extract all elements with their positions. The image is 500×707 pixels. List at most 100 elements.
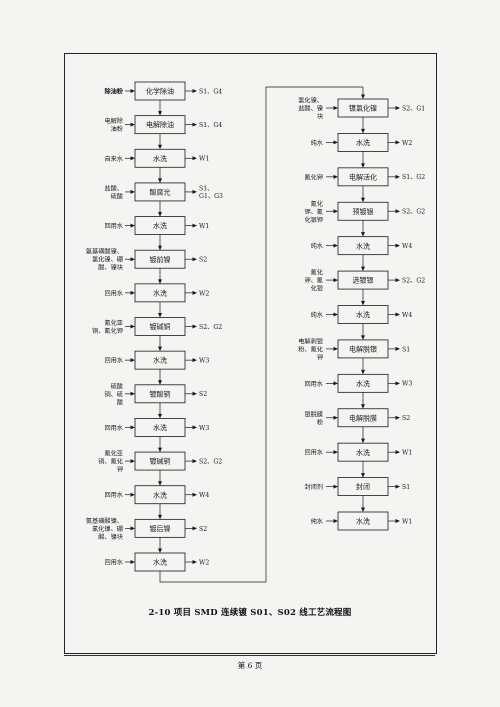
- left-input-label: 氯化镍、硼: [92, 256, 123, 264]
- left-output-arrow-head: [192, 223, 197, 228]
- left-input-label: 回用水: [104, 289, 123, 297]
- right-flow-arrow-head: [361, 301, 365, 306]
- left-flow-arrow-head: [158, 514, 162, 520]
- left-output-label: W2: [199, 290, 209, 297]
- right-process-label: 选镀银: [353, 276, 374, 285]
- right-input-arrow-head: [333, 346, 338, 351]
- left-input-label: 盐酸、: [104, 184, 123, 192]
- left-output-label: G1、G3: [199, 193, 223, 200]
- right-input-arrow-head: [333, 312, 338, 317]
- left-input-label: 硫酸: [111, 192, 123, 200]
- left-flow-arrow-head: [158, 245, 162, 251]
- left-flow-arrow-head: [158, 481, 162, 486]
- left-output-arrow-head: [192, 156, 197, 161]
- left-flow-arrow-head: [158, 144, 162, 150]
- right-flow-arrow-head: [361, 473, 365, 478]
- right-process-label: 水洗: [356, 448, 370, 457]
- right-input-arrow-head: [333, 140, 338, 145]
- right-input-label: 纯水: [311, 242, 324, 250]
- left-flow-arrow-head: [158, 279, 162, 284]
- right-input-label: 块: [317, 113, 323, 121]
- left-output-arrow-head: [192, 459, 197, 464]
- left-input-label: 氰化亚: [104, 450, 123, 458]
- right-output-arrow-head: [395, 484, 400, 489]
- right-input-arrow-head: [333, 106, 338, 110]
- left-input-label: 氯化镍、硼: [92, 525, 123, 533]
- left-process-label: 水洗: [153, 221, 167, 230]
- page-number: 第 6 页: [237, 661, 263, 670]
- left-output-label: W1: [199, 156, 209, 163]
- right-input-label: 氰化钾: [304, 173, 323, 181]
- left-input-arrow-head: [130, 189, 135, 194]
- right-input-label: 粉、氰化: [298, 345, 323, 353]
- left-process-label: 水洗: [153, 490, 167, 499]
- right-process-label: 水洗: [356, 241, 370, 250]
- left-process-label: 水洗: [153, 356, 167, 365]
- right-output-arrow-head: [395, 140, 400, 145]
- left-process-label: 镀碱铜: [150, 457, 171, 466]
- left-input-label: 氰化亚: [104, 319, 123, 327]
- left-input-arrow-head: [130, 560, 135, 564]
- right-flow-arrow-head: [361, 266, 365, 272]
- right-output-arrow-head: [395, 346, 400, 351]
- right-output-arrow-head: [395, 174, 400, 179]
- left-input-arrow-head: [130, 459, 135, 464]
- right-output-label: S1、G2: [402, 174, 425, 181]
- left-flow-arrow-head: [158, 447, 162, 453]
- right-output-label: S2: [402, 415, 410, 422]
- left-output-label: S2、G2: [199, 324, 222, 331]
- right-input-label: 氰化: [311, 269, 323, 277]
- right-input-arrow-head: [333, 450, 338, 455]
- right-process-label: 电解活化: [349, 172, 377, 181]
- left-process-label: 水洗: [153, 423, 167, 432]
- left-process-label: 水洗: [153, 154, 167, 163]
- right-process-label: 水洗: [356, 517, 370, 526]
- left-input-label: 钾: [117, 466, 123, 474]
- left-input-label: 回用水: [104, 222, 123, 230]
- right-input-arrow-head: [333, 415, 338, 420]
- right-process-label: 封闭: [356, 482, 370, 491]
- left-flow-arrow-head: [158, 178, 162, 183]
- right-output-label: S1: [402, 484, 410, 491]
- left-output-label: W1: [199, 223, 209, 230]
- right-input-arrow-head: [333, 243, 338, 248]
- left-input-arrow-head: [130, 492, 135, 497]
- left-input-label: 硫酸: [111, 382, 123, 390]
- left-output-label: S2: [199, 257, 207, 264]
- right-input-label: 化银: [311, 285, 323, 293]
- left-input-arrow-head: [130, 223, 135, 228]
- right-input-arrow-head: [333, 174, 338, 179]
- left-output-arrow-head: [192, 122, 197, 127]
- left-input-arrow-head: [130, 257, 135, 262]
- right-input-label: 纯水: [311, 311, 324, 319]
- left-flow-arrow-head: [158, 313, 162, 318]
- right-input-arrow-head: [333, 519, 338, 523]
- right-process-label: 水洗: [356, 138, 370, 147]
- left-process-label: 镀碱铜: [150, 322, 171, 331]
- right-flow-arrow-head: [361, 128, 365, 134]
- left-flow-arrow-head: [158, 548, 162, 553]
- right-output-label: W4: [402, 312, 412, 319]
- left-output-label: S1、G4: [199, 88, 222, 95]
- right-output-label: W3: [402, 381, 412, 388]
- right-output-label: W1: [402, 518, 412, 525]
- right-flow-arrow-head: [361, 232, 365, 237]
- right-input-arrow-head: [333, 278, 338, 283]
- left-output-arrow-head: [192, 358, 197, 363]
- left-process-label: 镀后镍: [150, 524, 171, 533]
- right-input-label: 封闭剂: [304, 483, 323, 491]
- left-process-label: 化学除油: [146, 87, 174, 96]
- figure-caption: 2-10 项目 SMD 连续镀 S01、S02 线工艺流程图: [148, 608, 352, 618]
- left-output-arrow-head: [192, 526, 197, 531]
- left-flow-arrow-head: [158, 380, 162, 385]
- left-input-arrow-head: [130, 290, 135, 295]
- left-output-label: S2: [199, 526, 207, 533]
- left-output-arrow-head: [192, 492, 197, 497]
- left-input-arrow-head: [130, 425, 135, 430]
- left-output-arrow-head: [192, 560, 197, 564]
- left-input-label: 自来水: [104, 155, 123, 163]
- right-process-label: 水洗: [356, 310, 370, 319]
- left-input-arrow-head: [130, 156, 135, 161]
- right-flow-arrow-head: [361, 404, 365, 409]
- right-input-label: 化银钾: [304, 216, 323, 224]
